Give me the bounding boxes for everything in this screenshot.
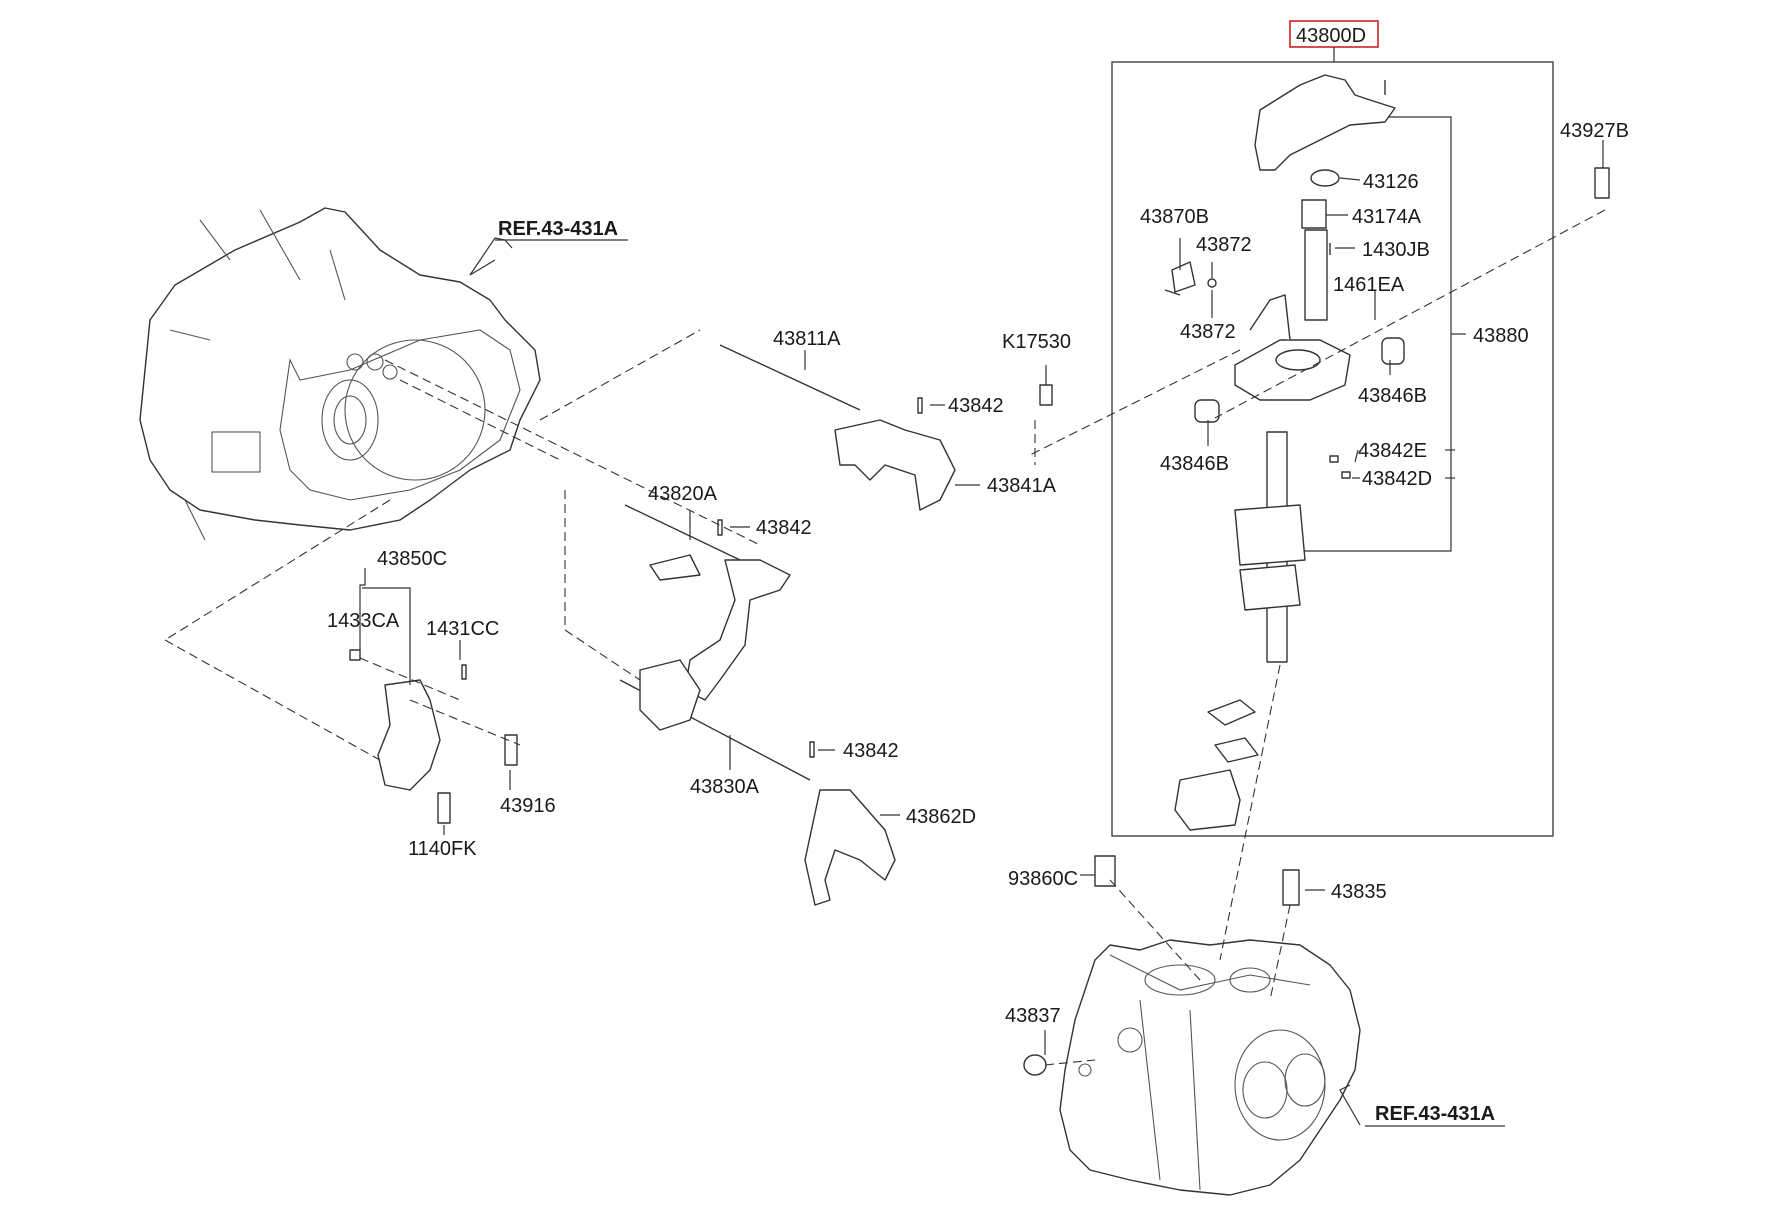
label-K17530[interactable]: K17530 (1002, 331, 1071, 353)
shift-lever-assembly-group-box (1111, 61, 1554, 837)
label-1430JB[interactable]: 1430JB (1362, 239, 1430, 261)
label-43835[interactable]: 43835 (1331, 881, 1387, 903)
label-1431CC[interactable]: 1431CC (426, 618, 499, 640)
label-1433CA[interactable]: 1433CA (327, 610, 400, 632)
label-43862D[interactable]: 43862D (906, 806, 976, 828)
label-1140FK[interactable]: 1140FK (408, 838, 477, 860)
label-43870B[interactable]: 43870B (1140, 206, 1209, 228)
label-43820A[interactable]: 43820A (648, 483, 718, 505)
title-part-number: 43800D (1296, 25, 1366, 47)
label-93860C[interactable]: 93860C (1008, 868, 1078, 890)
label-43850C[interactable]: 43850C (377, 548, 447, 570)
label-43811A[interactable]: 43811A (773, 328, 841, 350)
label-43916[interactable]: 43916 (500, 795, 556, 817)
label-43842D[interactable]: 43842D (1362, 468, 1432, 490)
label-43842-upper[interactable]: 43842 (948, 395, 1004, 417)
label-43842E[interactable]: 43842E (1358, 440, 1427, 462)
label-43126[interactable]: 43126 (1363, 171, 1419, 193)
reference-top-left[interactable]: REF.43-431A (498, 218, 618, 240)
transmission-case-left (139, 207, 541, 541)
label-43872-lower[interactable]: 43872 (1180, 321, 1236, 343)
label-43841A[interactable]: 43841A (987, 475, 1057, 497)
leader-lines (359, 140, 1604, 1126)
hardware-parts (349, 167, 1610, 1076)
label-43174A[interactable]: 43174A (1352, 206, 1422, 228)
label-43880[interactable]: 43880 (1473, 325, 1529, 347)
label-43872-upper[interactable]: 43872 (1196, 234, 1252, 256)
shift-rods-and-forks (377, 344, 956, 906)
reference-bottom-right[interactable]: REF.43-431A (1375, 1103, 1495, 1125)
label-1461EA[interactable]: 1461EA (1333, 274, 1405, 296)
label-43842-middle[interactable]: 43842 (756, 517, 812, 539)
part-labels: 43126 43174A 1430JB 1461EA 43870B 43872 … (327, 120, 1629, 1127)
shift-lever-parts (1164, 74, 1405, 831)
label-43846B-right[interactable]: 43846B (1358, 385, 1427, 407)
label-43927B[interactable]: 43927B (1560, 120, 1629, 142)
transmission-case-right (1059, 939, 1361, 1196)
alignment-dash-lines (164, 209, 1606, 1066)
label-43830A[interactable]: 43830A (690, 776, 760, 798)
label-43837[interactable]: 43837 (1005, 1005, 1061, 1027)
label-43846B-left[interactable]: 43846B (1160, 453, 1229, 475)
label-43842-lower[interactable]: 43842 (843, 740, 899, 762)
